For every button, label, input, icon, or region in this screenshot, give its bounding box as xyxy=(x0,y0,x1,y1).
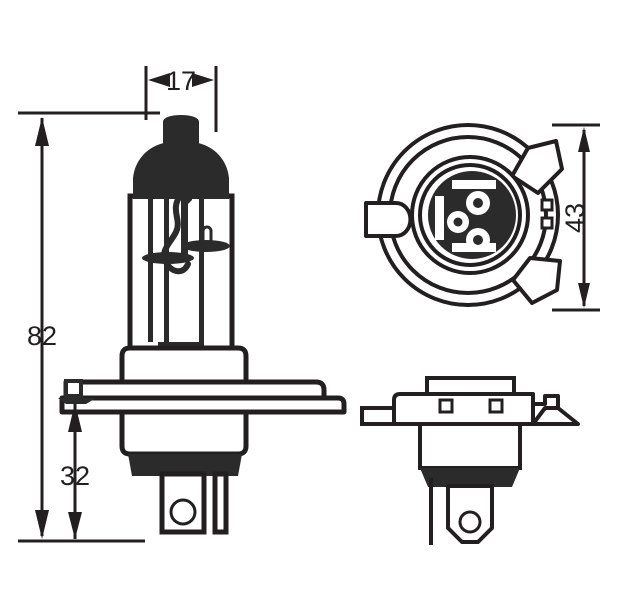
support-post-right xyxy=(199,196,204,342)
flange-plate-upper xyxy=(63,379,327,401)
side-flange-right-wedge xyxy=(531,406,580,426)
flange-tab-wedge xyxy=(58,398,96,404)
contact-pin-upper-core xyxy=(473,198,483,208)
flange-locating-tab xyxy=(64,379,83,398)
arrow-82-bottom xyxy=(35,510,49,539)
side-blade-terminal-hole xyxy=(458,510,482,534)
arrow-17-right xyxy=(192,73,214,87)
arrow-82-top xyxy=(35,117,49,146)
filament-shield-left xyxy=(142,252,194,264)
bulb-tip-cap xyxy=(133,115,229,199)
side-base-dark-band xyxy=(420,468,520,487)
side-flange-bar xyxy=(392,392,535,426)
blade-terminal-hole xyxy=(169,498,197,526)
arrow-17-left xyxy=(148,73,170,87)
connector-face xyxy=(428,171,516,259)
base-plan-view xyxy=(364,123,564,307)
contact-pin-lower-core xyxy=(473,235,483,245)
side-base-body xyxy=(418,422,522,470)
base-dark-band xyxy=(128,454,242,476)
dimension-label-82: 82 xyxy=(27,321,57,351)
filament-wire xyxy=(161,193,191,275)
dimension-label-32: 32 xyxy=(60,461,90,491)
dimension-label-17: 17 xyxy=(166,66,196,96)
dimension-label-43: 43 xyxy=(560,203,590,233)
filament-shield-right xyxy=(182,240,230,252)
dimension-82: 82 xyxy=(18,111,160,543)
dimension-17: 17 xyxy=(144,66,218,132)
arrow-32-top xyxy=(68,403,82,432)
front-elevation-view xyxy=(58,115,347,535)
blade-terminal-narrow xyxy=(212,471,229,535)
arrow-32-bottom xyxy=(68,512,82,539)
dimension-32: 32 xyxy=(60,403,90,539)
side-flange-left-ext xyxy=(360,406,396,426)
flange-plate-lower xyxy=(59,395,347,415)
contact-pin-left-core xyxy=(453,217,463,227)
base-collar-lower xyxy=(119,409,249,457)
index-square-upper xyxy=(540,198,554,212)
side-notch-right xyxy=(488,398,504,414)
base-collar-upper xyxy=(119,345,249,385)
arrow-43-bottom xyxy=(578,283,590,308)
support-post-mid-left xyxy=(164,196,169,342)
locating-tab-lower-right xyxy=(511,256,562,305)
side-notch-left xyxy=(438,398,454,414)
dimension-43: 43 xyxy=(552,123,600,312)
locating-tab-left xyxy=(364,201,413,238)
center-lead-pillar xyxy=(181,196,192,258)
locating-tab-upper-right xyxy=(510,139,564,195)
contact-bar-left xyxy=(435,196,444,240)
index-square-lower xyxy=(540,216,554,230)
arrow-43-top xyxy=(578,127,590,152)
side-elevation-view xyxy=(360,376,580,545)
contact-bar-top xyxy=(452,180,496,189)
support-post-left xyxy=(148,196,153,342)
filament-coil-right xyxy=(201,225,213,246)
